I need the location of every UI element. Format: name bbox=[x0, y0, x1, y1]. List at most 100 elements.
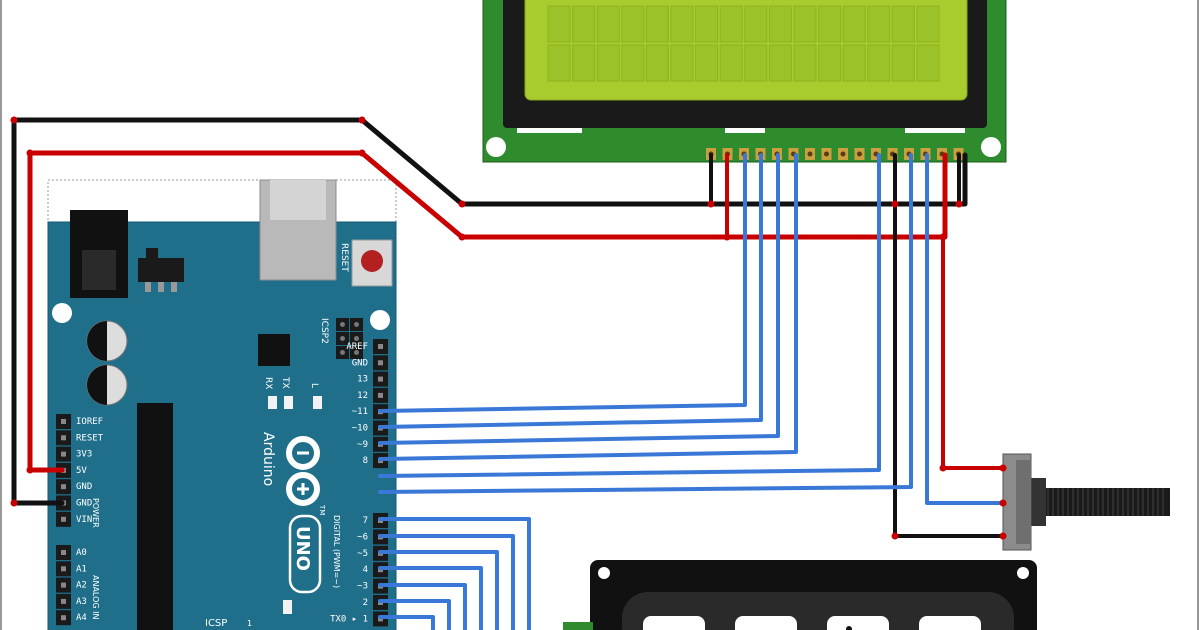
lcd-bezel-slot bbox=[725, 128, 765, 133]
lcd-character-cell bbox=[891, 44, 915, 82]
icsp-label: ICSP bbox=[205, 618, 227, 629]
analog-pin-hole bbox=[61, 615, 66, 621]
digital-pin-label: 4 bbox=[363, 565, 368, 575]
lcd-character-cell bbox=[621, 44, 645, 82]
wire-pot-vcc bbox=[941, 235, 1005, 470]
lcd-character-cell bbox=[744, 5, 768, 43]
lcd-character-cell bbox=[695, 44, 719, 82]
lcd-character-cell bbox=[719, 5, 743, 43]
usb-chip bbox=[258, 334, 290, 366]
lcd-pin-hole bbox=[807, 151, 813, 157]
wire-junction bbox=[458, 200, 466, 208]
lcd-mount-hole bbox=[981, 137, 1001, 157]
lcd-character-cell bbox=[916, 44, 940, 82]
wire-d3 bbox=[378, 583, 467, 630]
keypad-key[interactable] bbox=[827, 616, 889, 630]
lcd-character-cell bbox=[744, 44, 768, 82]
wire-d7 bbox=[378, 517, 531, 630]
analog-pin-label: A3 bbox=[76, 597, 87, 607]
lcd-character-cell bbox=[695, 5, 719, 43]
keypad-mount-hole bbox=[1017, 567, 1029, 579]
lcd-bezel-slot bbox=[905, 128, 965, 133]
keypad-connector bbox=[563, 622, 593, 630]
wire-junction bbox=[10, 116, 18, 124]
wire-d6 bbox=[378, 534, 515, 630]
keypad-key-dot bbox=[846, 626, 852, 630]
tm-label: TM bbox=[318, 504, 326, 515]
uno-badge bbox=[288, 514, 322, 594]
arduino-infinity-logo bbox=[286, 436, 320, 506]
power-pin-label: 5V bbox=[76, 466, 87, 476]
digital-section-label: DIGITAL (PWM=~) bbox=[332, 515, 341, 588]
rx-led bbox=[268, 396, 277, 409]
lcd-character-cell bbox=[596, 44, 620, 82]
wire-junction bbox=[723, 233, 731, 241]
power-pin-label: VIN bbox=[76, 515, 92, 525]
keypad-key[interactable] bbox=[735, 616, 797, 630]
l-led bbox=[313, 396, 322, 409]
digital-pin-hole bbox=[378, 376, 383, 382]
wire-junction bbox=[939, 464, 947, 472]
board-mount-hole bbox=[370, 310, 390, 330]
voltage-regulator-leg bbox=[145, 282, 151, 292]
lcd-character-cell bbox=[621, 5, 645, 43]
wire-d10 bbox=[378, 153, 798, 461]
lcd-character-cell bbox=[596, 5, 620, 43]
wire-pot-wiper bbox=[925, 153, 1005, 505]
digital-pin-hole bbox=[378, 392, 383, 398]
keypad-key[interactable] bbox=[919, 616, 981, 630]
tx-led bbox=[284, 396, 293, 409]
rx-label: RX bbox=[263, 377, 273, 389]
lcd-character-cell bbox=[547, 5, 571, 43]
lcd-pin-hole bbox=[840, 151, 846, 157]
wire-5v-main bbox=[27, 150, 948, 473]
digital-pin-label: ~11 bbox=[352, 407, 368, 417]
analog-pin-hole bbox=[61, 598, 66, 604]
voltage-regulator-leg bbox=[158, 282, 164, 292]
power-jack-inner bbox=[82, 250, 116, 290]
icsp2-pin-hole bbox=[340, 350, 345, 355]
arduino-uno-board: RESET ICSP2 RX TX L Arduino TM UNO ICSP … bbox=[47, 179, 397, 630]
lcd-character-cell bbox=[670, 5, 694, 43]
digital-pin-label: 7 bbox=[363, 516, 368, 526]
reset-label: RESET bbox=[339, 243, 349, 272]
wire-d8 bbox=[378, 153, 913, 494]
lcd-character-cell bbox=[793, 5, 817, 43]
capacitor-band bbox=[87, 365, 107, 405]
wire-junction bbox=[10, 499, 18, 507]
potentiometer-knurl bbox=[1047, 488, 1164, 516]
keypad bbox=[563, 560, 1037, 630]
keypad-key[interactable] bbox=[643, 616, 705, 630]
potentiometer-nut bbox=[1030, 478, 1046, 526]
lcd-bezel-slot bbox=[517, 128, 582, 133]
digital-pin-label: GND bbox=[352, 358, 368, 368]
power-section-label: POWER bbox=[91, 498, 100, 528]
reset-button-cap[interactable] bbox=[361, 250, 383, 272]
power-pin-hole bbox=[61, 516, 66, 522]
lcd-module bbox=[482, 0, 1007, 163]
digital-pin-label: ~6 bbox=[357, 532, 368, 542]
voltage-regulator-leg bbox=[171, 282, 177, 292]
wire-junction bbox=[999, 499, 1007, 507]
uno-model-label: UNO bbox=[292, 526, 313, 571]
wire-d13 bbox=[378, 153, 747, 413]
tx-label: TX bbox=[280, 376, 290, 389]
wire-junction bbox=[358, 149, 366, 157]
analog-pin-label: A1 bbox=[76, 564, 87, 574]
potentiometer bbox=[1002, 453, 1170, 551]
icsp2-label: ICSP2 bbox=[319, 318, 329, 344]
wire-d9 bbox=[378, 153, 881, 478]
digital-pin-label: 8 bbox=[363, 456, 368, 466]
digital-pin-label: 2 bbox=[363, 598, 368, 608]
lcd-character-cell bbox=[842, 5, 866, 43]
atmega-microcontroller bbox=[137, 403, 173, 630]
icsp2-pin-hole bbox=[340, 336, 345, 341]
power-pin-label: 3V3 bbox=[76, 450, 92, 460]
wire-junction bbox=[955, 200, 963, 208]
lcd-character-cell bbox=[645, 44, 669, 82]
analog-pin-hole bbox=[61, 582, 66, 588]
analog-pin-hole bbox=[61, 550, 66, 555]
digital-pin-label: ~10 bbox=[352, 424, 368, 434]
digital-pin-label: ~9 bbox=[357, 440, 368, 450]
